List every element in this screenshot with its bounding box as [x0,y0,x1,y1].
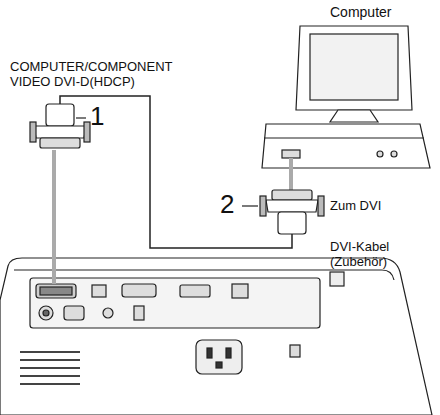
serial-port [180,285,210,297]
dvi-port-pins [40,287,72,295]
connector-screw [30,122,36,142]
dvi-port [282,150,300,158]
monitor-stand [330,110,378,122]
projector [0,258,432,415]
lan-port [232,284,248,298]
insertion-guide [289,158,293,190]
callout-number: 1 [90,102,104,132]
power-pin [207,348,212,358]
port-label: COMPUTER/COMPONENT VIDEO DVI-D(HDCP) [10,60,180,90]
monitor [296,26,412,110]
dvi-connector-1 [30,104,90,148]
computer [262,26,430,168]
dvi-connector-2 [260,190,324,234]
port-panel [30,278,320,328]
connector-hood [278,212,306,234]
usb-port [92,285,106,297]
video-jack [103,308,113,318]
connector-screw [318,196,324,216]
computer-case [262,124,430,168]
dvi-port [36,284,76,298]
projector-housing [0,258,432,415]
power-inlet [196,340,242,374]
foot [290,345,300,357]
dvi-cable [60,96,292,248]
leader-line [242,205,258,206]
connector-hood [46,104,74,126]
monitor-screen [310,34,398,100]
leader-line [76,117,86,118]
audio-jack-core [43,310,49,316]
case-edge [264,137,424,138]
cable-label: DVI-Kabel (Zubehör) [330,240,410,270]
control-port [64,306,84,320]
power-pin [226,348,231,358]
connector-plug [40,138,80,148]
audio-jack [39,306,53,320]
device-label: Computer [330,4,391,20]
vent [20,352,80,384]
connector-screw [84,122,90,142]
led [377,151,383,157]
led [391,151,397,157]
connector-screw [260,196,266,216]
connector-note: Zum DVI [330,199,381,214]
rgb-port [122,284,156,297]
connector-flange [266,200,318,212]
lock-slot [134,306,144,320]
power-pin [216,362,222,368]
connector-flange [34,126,86,138]
button [330,272,344,286]
callout-number: 2 [220,190,234,220]
insertion-guide [52,150,56,284]
connector-plug [272,190,312,200]
